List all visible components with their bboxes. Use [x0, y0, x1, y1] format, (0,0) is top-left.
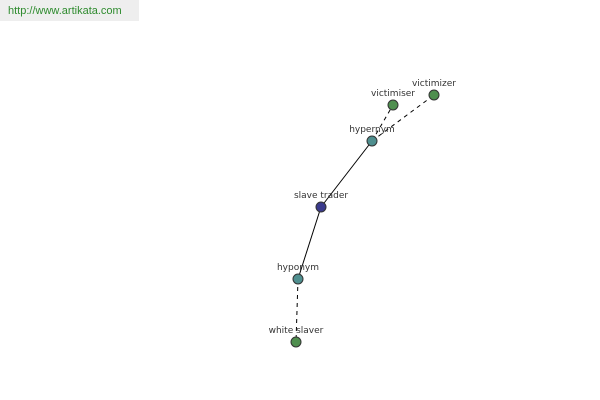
node-marker-white-slaver[interactable] [290, 336, 302, 348]
url-bar: http://www.artikata.com [0, 0, 139, 21]
node-hypernym[interactable]: hypernym [349, 125, 395, 147]
node-label-hypernym: hypernym [349, 125, 395, 135]
node-victimiser[interactable]: victimiser [371, 89, 415, 111]
edges-layer [295, 94, 435, 343]
edge-hypernym-victimiser [371, 104, 394, 142]
edge-hypernym-victimizer [371, 94, 435, 142]
node-marker-slave-trader[interactable] [315, 201, 327, 213]
node-marker-victimiser[interactable] [387, 99, 399, 111]
edge-slave-trader-hypernym [320, 140, 373, 208]
node-label-white-slaver: white slaver [269, 326, 324, 336]
node-slave-trader[interactable]: slave trader [294, 191, 348, 213]
node-hyponym[interactable]: hyponym [277, 263, 319, 285]
site-url-link[interactable]: http://www.artikata.com [8, 5, 122, 17]
node-label-hyponym: hyponym [277, 263, 319, 273]
edge-hyponym-white-slaver [295, 278, 299, 343]
node-label-slave-trader: slave trader [294, 191, 348, 201]
edge-slave-trader-hyponym [297, 206, 322, 280]
node-marker-victimizer[interactable] [428, 89, 440, 101]
node-label-victimizer: victimizer [412, 79, 456, 89]
node-victimizer[interactable]: victimizer [412, 79, 456, 101]
node-white-slaver[interactable]: white slaver [269, 326, 324, 348]
node-marker-hyponym[interactable] [292, 273, 304, 285]
node-marker-hypernym[interactable] [366, 135, 378, 147]
node-label-victimiser: victimiser [371, 89, 415, 99]
